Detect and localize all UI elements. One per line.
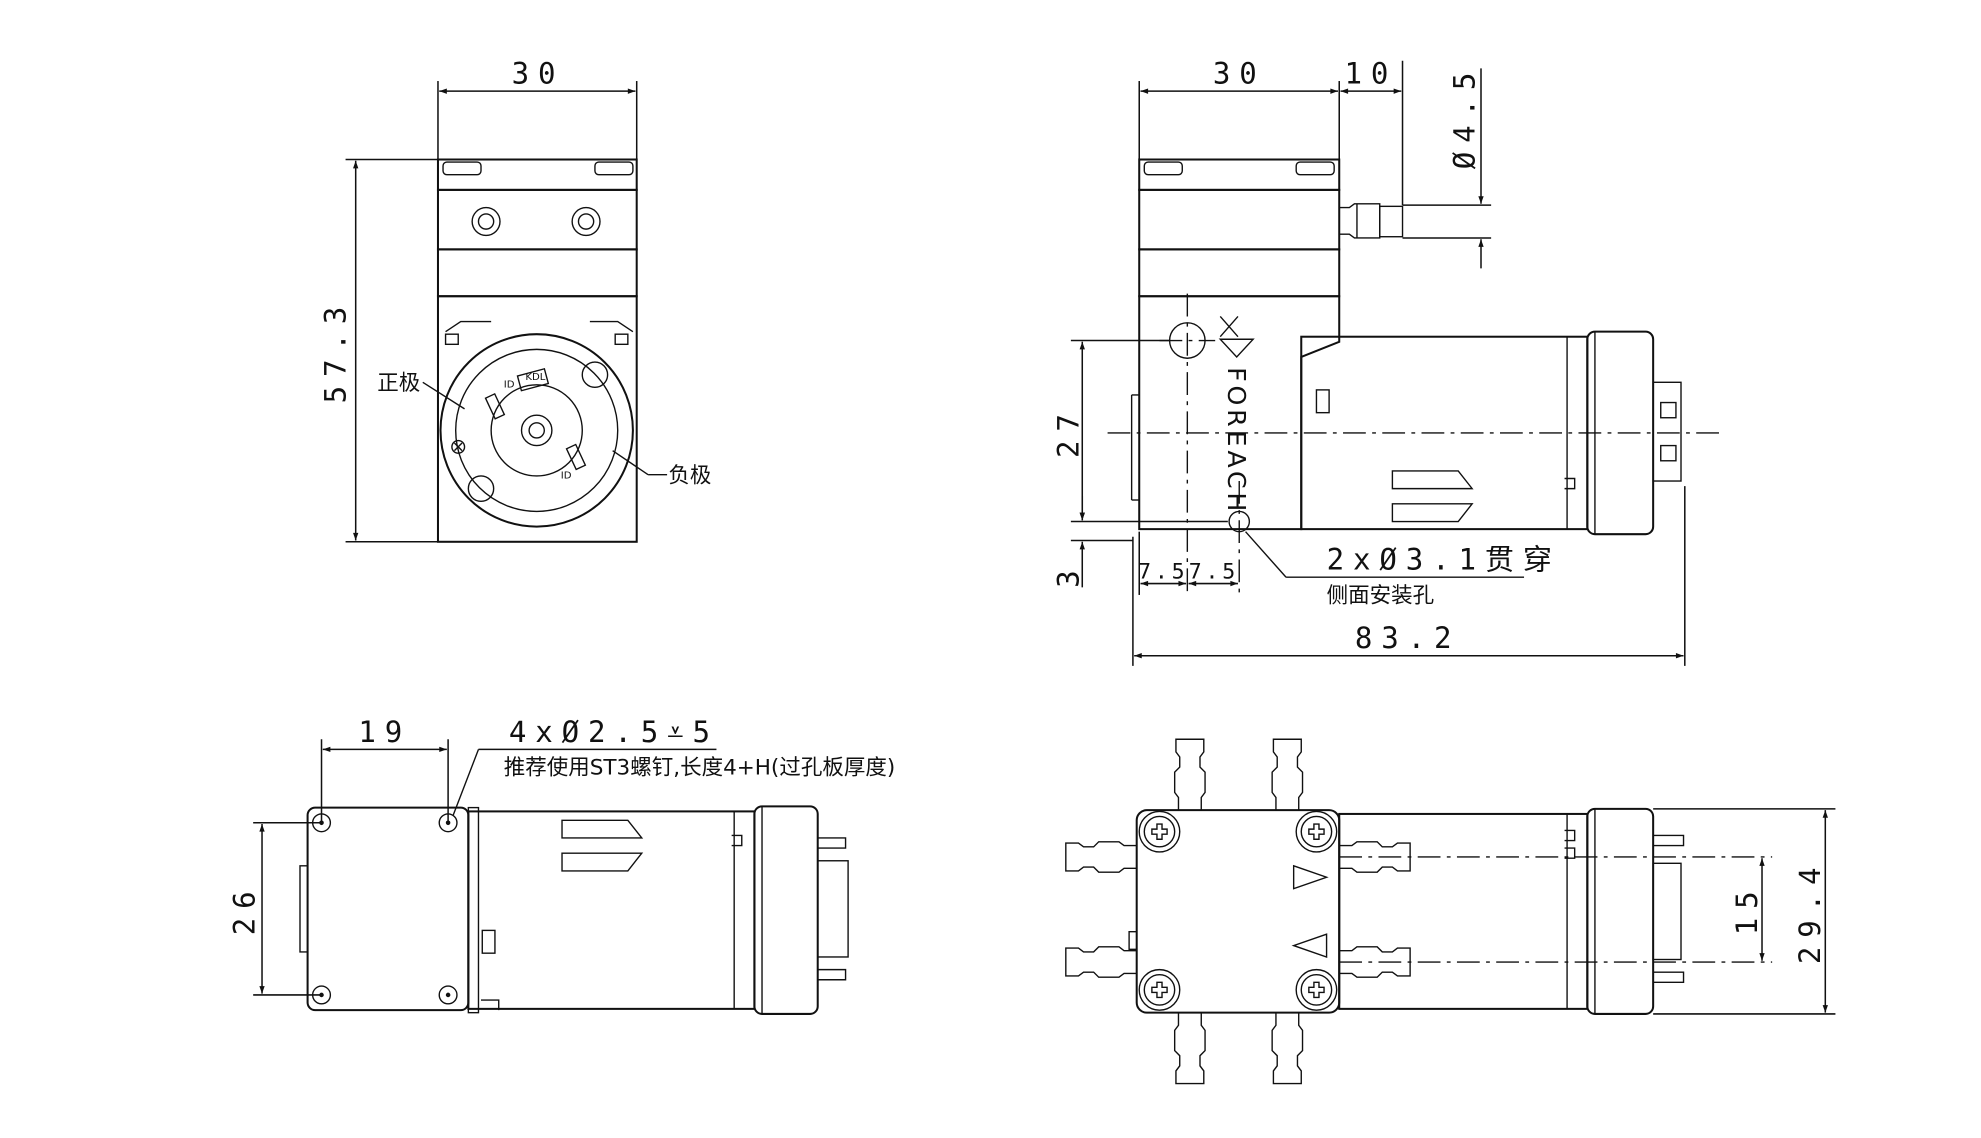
hole-note-sub: 侧面安装孔 (1327, 584, 1435, 609)
port-spacing-dim: 15 (1730, 882, 1764, 935)
positive-pole-label: 正极 (377, 371, 420, 396)
overall-length-dim: 83.2 (1355, 621, 1461, 655)
hole-height-dim: 27 (1051, 405, 1085, 458)
screw-icon (1295, 810, 1338, 853)
front-height-dim: 57.3 (319, 298, 353, 404)
screw-spec: 4xØ2.5⩡5 (509, 715, 719, 749)
screw-icon (1138, 968, 1181, 1011)
side-view: 30 10 Ø4.5 FOREACH (1051, 57, 1722, 666)
port-offset-dim: 10 (1344, 57, 1397, 91)
bottom-view: 19 26 4xØ2.5⩡5 推荐使用ST3螺钉,长度4+H(过孔板厚度) (227, 715, 895, 1015)
hole-spacing-x-dim: 19 (358, 715, 411, 749)
outlet-arrow-icon (1292, 864, 1329, 890)
side-width-dim: 30 (1213, 57, 1266, 91)
hole-spacing-a: 7.5 (1138, 559, 1188, 584)
hole-bottom-dim: 3 (1051, 562, 1085, 588)
pole-mark-a: ID (504, 379, 515, 390)
brand-logo: FOREACH (1222, 367, 1251, 515)
hole-spacing-b: 7.5 (1189, 559, 1239, 584)
hole-spacing-y-dim: 26 (227, 882, 261, 935)
screw-note: 推荐使用ST3螺钉,长度4+H(过孔板厚度) (504, 756, 895, 781)
pole-mark-b: ID (561, 470, 572, 481)
motor-mark: KDL (525, 372, 545, 383)
port-diameter-dim: Ø4.5 (1448, 64, 1482, 170)
screw-icon (1138, 810, 1181, 853)
hole-note: 2xØ3.1贯穿 (1327, 543, 1561, 577)
front-view: 30 57.3 ID ID KD (319, 57, 711, 543)
screw-icon (1295, 968, 1338, 1011)
inlet-arrow-icon (1291, 933, 1328, 958)
front-width-dim: 30 (512, 57, 565, 91)
top-view: 15 29.4 (1065, 738, 1836, 1085)
negative-pole-label: 负极 (668, 463, 711, 488)
top-width-dim: 29.4 (1793, 859, 1827, 965)
